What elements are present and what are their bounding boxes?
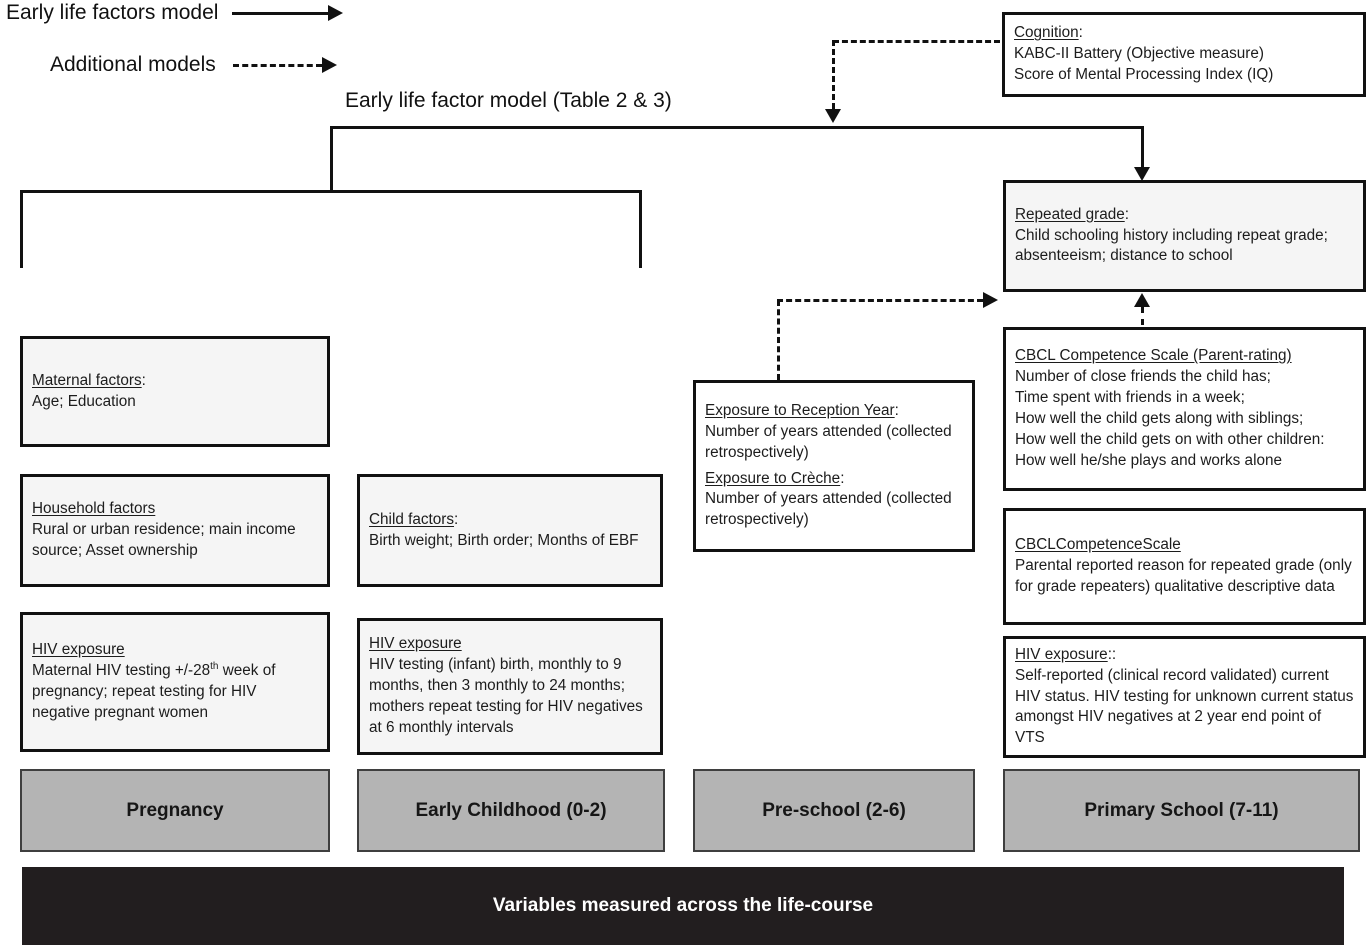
exposure-heading-1: Exposure to Reception Year: [705,401,899,419]
page-title: Early life factor model (Table 2 & 3) [345,89,672,112]
legend-solid-arrow-line [232,12,328,15]
exposure-dashed-arrowhead-icon [983,292,998,308]
footer-bar: Variables measured across the life-cours… [22,867,1344,945]
cognition-line-2: Score of Mental Processing Index (IQ) [1014,65,1274,83]
cbcl-parent-line-4: How well the child gets on with other ch… [1015,430,1325,448]
maternal-heading: Maternal factors: [32,371,146,389]
cognition-heading: Cognition: [1014,24,1083,42]
household-body: Rural or urban residence; main income so… [32,521,296,559]
repeated-grade-box: Repeated grade: Child schooling history … [1003,180,1366,292]
exposure-dashed-line-v [777,300,780,380]
connector-right-drop [1141,126,1144,168]
era-bar-preschool: Pre-school (2-6) [693,769,975,852]
exposure-reception-box: Exposure to Reception Year: Number of ye… [693,380,975,552]
era-bar-primary-school: Primary School (7-11) [1003,769,1360,852]
hiv-exposure-pregnancy-box: HIV exposure Maternal HIV testing +/-28t… [20,612,330,752]
footer-label: Variables measured across the life-cours… [492,895,874,916]
connector-bracket-line [20,190,642,193]
connector-bracket-left-leg [20,190,23,268]
cbcl-dashed-line-v [1141,307,1144,325]
cognition-dashed-arrowhead-icon [825,109,841,123]
hiv-primary-body: Self-reported (clinical record validated… [1015,666,1354,747]
cognition-box: Cognition: KABC-II Battery (Objective me… [1002,12,1366,97]
cognition-dashed-line-h [833,40,1000,43]
child-factors-body: Birth weight; Birth order; Months of EBF [369,531,639,549]
era-bar-pregnancy: Pregnancy [20,769,330,852]
cbcl-scale-body: Parental reported reason for repeated gr… [1015,557,1352,595]
repeated-grade-arrowhead-icon [1134,167,1150,181]
exposure-body-1: Number of years attended (collected retr… [705,422,952,461]
legend-solid-arrowhead-icon [328,5,343,21]
cbcl-parent-line-5: How well he/she plays and works alone [1015,451,1282,469]
cbcl-scale-heading: CBCLCompetenceScale [1015,536,1181,554]
superscript-th: th [210,660,219,672]
hiv-pregnancy-body: Maternal HIV testing +/-28th week of pre… [32,660,276,721]
era-label-pregnancy: Pregnancy [126,799,224,821]
hiv-pregnancy-heading: HIV exposure [32,641,125,659]
household-heading: Household factors [32,500,156,518]
era-bar-early-childhood: Early Childhood (0-2) [357,769,665,852]
legend-dashed-arrowhead-icon [322,57,337,73]
cognition-line-1: KABC-II Battery (Objective measure) [1014,45,1264,63]
hiv-primary-heading: HIV exposure:: [1015,645,1117,663]
legend-dashed-arrow-line [233,64,322,67]
child-factors-heading: Child factors: [369,510,459,528]
cbcl-dashed-arrowhead-icon [1134,293,1150,307]
legend-solid-label: Early life factors model [6,1,219,24]
cbcl-competence-scale-box: CBCLCompetenceScale Parental reported re… [1003,508,1366,625]
hiv-exposure-primary-box: HIV exposure:: Self-reported (clinical r… [1003,636,1366,758]
hiv-early-body: HIV testing (infant) birth, monthly to 9… [369,656,643,736]
hiv-exposure-early-box: HIV exposure HIV testing (infant) birth,… [357,618,663,755]
maternal-factors-box: Maternal factors: Age; Education [20,336,330,447]
connector-top-line [330,126,1144,129]
cognition-dashed-line-v [832,40,835,109]
exposure-heading-2: Exposure to Crèche: [705,469,845,487]
cbcl-parent-rating-box: CBCL Competence Scale (Parent-rating) Nu… [1003,327,1366,491]
era-label-preschool: Pre-school (2-6) [762,799,906,821]
cbcl-parent-line-3: How well the child gets along with sibli… [1015,410,1304,427]
cbcl-parent-line-2: Time spent with friends in a week; [1015,389,1245,407]
maternal-body: Age; Education [32,392,136,410]
repeated-grade-body: Child schooling history including repeat… [1015,226,1328,265]
exposure-dashed-line-h [777,299,983,302]
household-factors-box: Household factors Rural or urban residen… [20,474,330,587]
cbcl-parent-line-1: Number of close friends the child has; [1015,368,1271,386]
connector-bracket-right-leg [639,190,642,268]
legend-dashed-label: Additional models [50,53,216,76]
era-label-early-childhood: Early Childhood (0-2) [415,799,607,821]
exposure-body-2: Number of years attended (collected retr… [705,490,952,529]
repeated-grade-heading: Repeated grade: [1015,205,1129,223]
era-label-primary-school: Primary School (7-11) [1084,799,1279,821]
child-factors-box: Child factors: Birth weight; Birth order… [357,474,663,587]
hiv-early-heading: HIV exposure [369,635,462,653]
cbcl-parent-heading: CBCL Competence Scale (Parent-rating) [1015,347,1292,365]
connector-left-drop [330,126,333,190]
